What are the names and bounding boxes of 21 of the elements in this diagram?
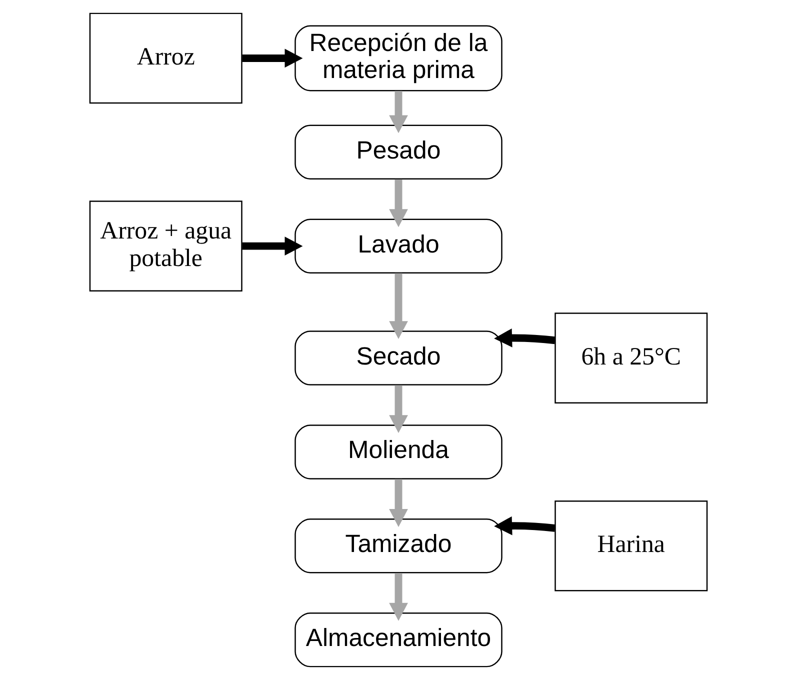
node-box: Arroz [89, 12, 242, 104]
arrow [494, 516, 556, 536]
arrow [242, 48, 303, 68]
node-box: Harina [554, 500, 708, 592]
arrow [389, 385, 408, 434]
node-box: Pesado [294, 124, 502, 180]
arrow [389, 479, 408, 527]
node-box: Secado [294, 330, 502, 386]
arrow [389, 179, 408, 228]
arrow [389, 573, 408, 621]
arrow [389, 90, 408, 134]
node-box: 6h a 25°C [554, 312, 708, 404]
node-box: Recepción de la materia prima [294, 25, 502, 92]
node-box: Molienda [294, 424, 502, 480]
arrow [242, 236, 303, 256]
arrow [494, 328, 556, 348]
node-box: Almacenamiento [294, 612, 502, 668]
node-box: Lavado [294, 218, 502, 274]
arrow [389, 273, 408, 340]
node-box: Tamizado [294, 518, 502, 574]
node-box: Arroz + agua potable [89, 200, 242, 292]
